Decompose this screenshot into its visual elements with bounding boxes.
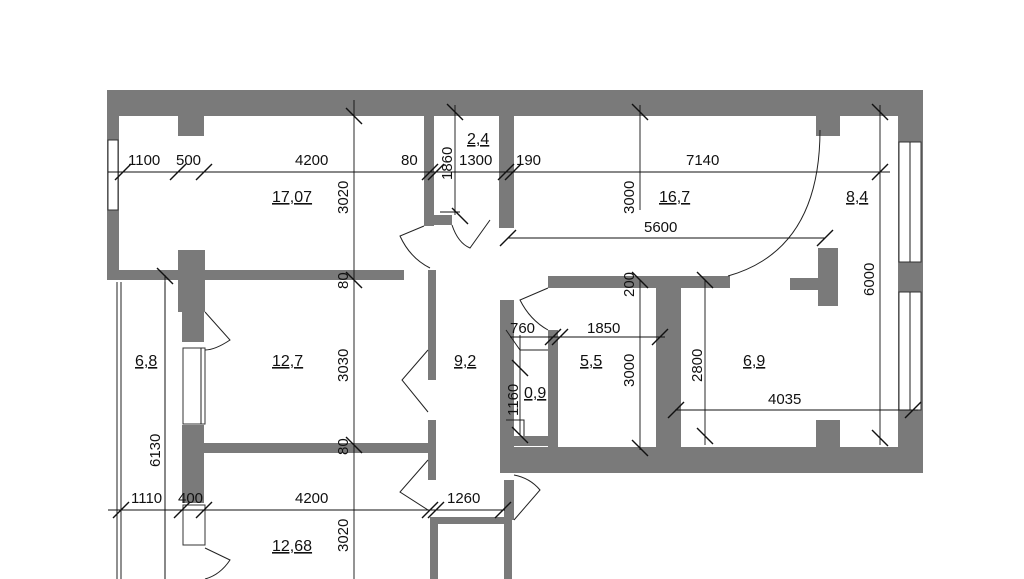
- area-room-middle-left: 12,7: [272, 353, 303, 370]
- area-room-top-middle: 16,7: [659, 189, 690, 206]
- dimension-ticks: [112, 103, 922, 519]
- windows: [107, 139, 922, 579]
- dim-400: 400: [178, 490, 203, 507]
- area-room-toilet: 2,4: [467, 131, 489, 148]
- walls: [107, 90, 923, 579]
- dim-1300: 1300: [459, 152, 492, 169]
- area-room-kitchen: 6,9: [743, 353, 765, 370]
- dim-1160: 1160: [505, 384, 522, 416]
- area-room-bottom-left: 12,68: [272, 538, 312, 555]
- dim-7140: 7140: [686, 152, 719, 169]
- room-area-labels: 17,07 2,4 16,7 8,4 6,8 12,7 9,2 0,9 5,5 …: [135, 131, 868, 555]
- dim-3020-top: 3020: [335, 181, 352, 214]
- dimension-lines: [108, 100, 918, 579]
- dim-80-mid1: 80: [335, 272, 352, 289]
- dim-4200-top: 4200: [295, 152, 328, 169]
- dim-190: 190: [516, 152, 541, 169]
- dim-80-top: 80: [401, 152, 418, 169]
- dim-1850: 1850: [587, 320, 620, 337]
- dim-6000: 6000: [861, 263, 878, 296]
- area-room-top-right: 8,4: [846, 189, 868, 206]
- dim-1860: 1860: [439, 147, 456, 180]
- dim-3000-mid: 3000: [621, 354, 638, 387]
- doors: [204, 129, 821, 579]
- kitchen-column: [790, 248, 838, 306]
- area-room-top-left: 17,07: [272, 189, 312, 206]
- area-room-hall: 9,2: [454, 353, 476, 370]
- dim-760: 760: [510, 320, 535, 337]
- area-room-closet: 0,9: [524, 385, 546, 402]
- dim-3030: 3030: [335, 349, 352, 382]
- dim-1100: 1100: [128, 152, 160, 169]
- dimension-labels: 1100 500 4200 80 1300 190 7140 5600 1850…: [128, 147, 878, 552]
- dim-3000-top: 3000: [621, 181, 638, 214]
- dim-1260: 1260: [447, 490, 480, 507]
- dim-6130: 6130: [147, 434, 164, 467]
- dim-5600: 5600: [644, 219, 677, 236]
- dim-2800: 2800: [689, 349, 706, 382]
- dim-1110: 1110: [131, 490, 162, 507]
- area-room-loggia-left: 6,8: [135, 353, 157, 370]
- area-room-bath: 5,5: [580, 353, 602, 370]
- dim-4200-bot: 4200: [295, 490, 328, 507]
- dim-200: 200: [621, 272, 638, 297]
- dim-4035: 4035: [768, 391, 801, 408]
- dim-80-mid2: 80: [335, 438, 352, 455]
- dim-500: 500: [176, 152, 201, 169]
- dim-3020-bot: 3020: [335, 519, 352, 552]
